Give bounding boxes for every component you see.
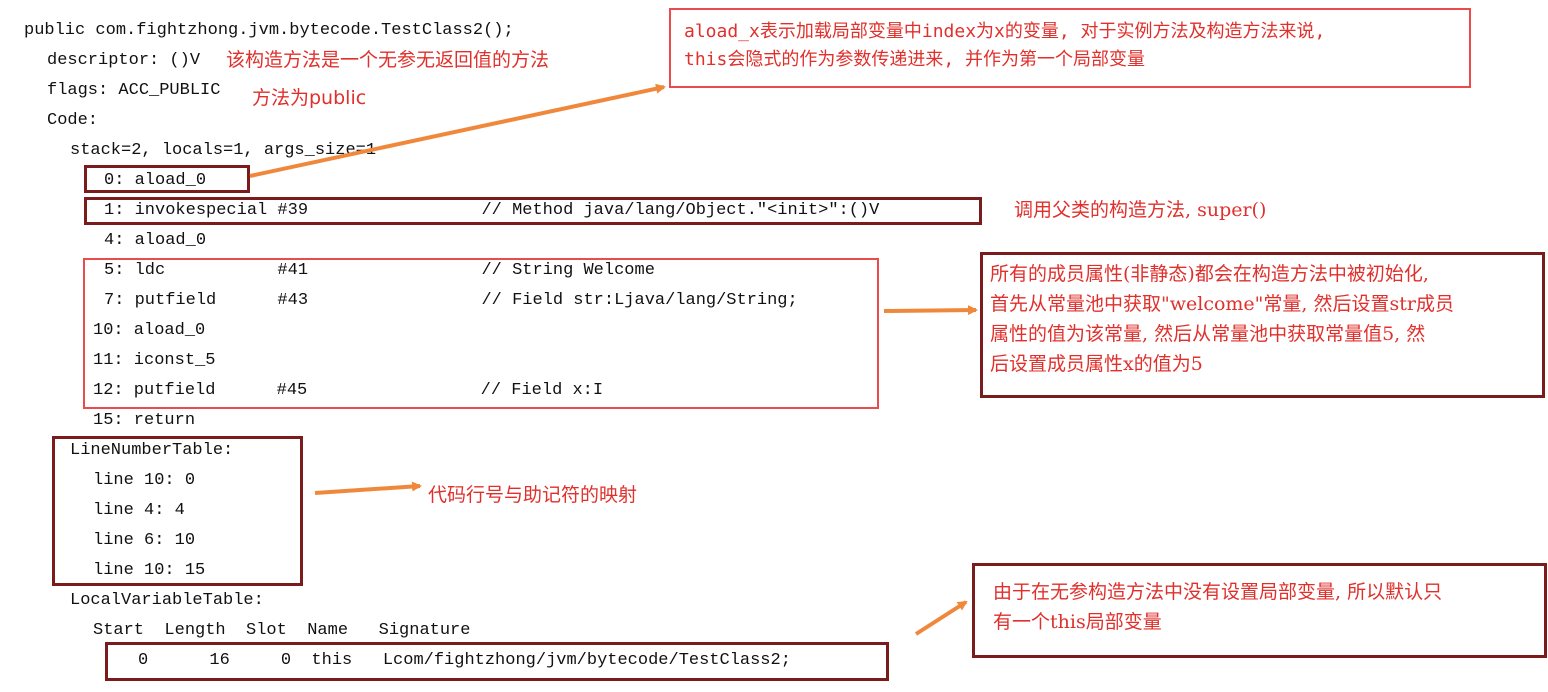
instruction-10: 10: aload_0: [93, 321, 206, 340]
aload-highlight-box: [84, 165, 250, 193]
aload-note-line: aload_x表示加载局部变量中index为x的变量, 对于实例方法及构造方法来…: [684, 21, 1326, 42]
flags-note: 方法为public: [252, 87, 367, 109]
line-number-entry: line 10: 15: [93, 561, 206, 580]
lvt-header: Start Length Slot Name Signature: [93, 621, 471, 640]
line-number-entry: line 10: 0: [93, 471, 196, 490]
line-number-entry: line 4: 4: [93, 501, 185, 520]
method-signature: public com.fightzhong.jvm.bytecode.TestC…: [24, 21, 514, 40]
fields-note-line: 后设置成员属性x的值为5: [990, 353, 1203, 375]
flags-line: flags: ACC_PUBLIC: [47, 81, 221, 100]
instruction-4: 4: aload_0: [104, 231, 207, 250]
descriptor-note: 该构造方法是一个无参无返回值的方法: [226, 49, 550, 71]
descriptor-line: descriptor: ()V: [47, 51, 201, 70]
fields-arrow: [883, 305, 978, 316]
instruction-1: 1: invokespecial #39 // Method java/lang…: [104, 201, 880, 220]
line-number-note: 代码行号与助记符的映射: [428, 484, 638, 506]
line-number-entry: line 6: 10: [93, 531, 196, 550]
lvt-row: 0 16 0 this Lcom/fightzhong/jvm/bytecode…: [138, 651, 791, 670]
lvt-note-line: 有一个this局部变量: [993, 611, 1162, 633]
line-number-arrow: [314, 481, 422, 495]
instruction-0: 0: aload_0: [104, 171, 207, 190]
fields-note-line: 所有的成员属性(非静态)都会在构造方法中被初始化,: [990, 263, 1429, 285]
lvt-arrow: [914, 600, 968, 636]
invokespecial-note: 调用父类的构造方法, super(): [1014, 199, 1267, 221]
line-number-table-box: [52, 436, 303, 586]
lvt-note-line: 由于在无参构造方法中没有设置局部变量, 所以默认只: [993, 581, 1443, 603]
lvt-note-box: [972, 563, 1547, 658]
instruction-5: 5: ldc #41 // String Welcome: [104, 261, 655, 280]
code-label: Code:: [47, 111, 99, 130]
instruction-7: 7: putfield #43 // Field str:Ljava/lang/…: [104, 291, 798, 310]
invokespecial-highlight-box: [84, 197, 982, 225]
aload-arrow: [249, 83, 666, 178]
field-init-highlight-box: [83, 258, 879, 409]
fields-note-line: 首先从常量池中获取"welcome"常量, 然后设置str成员: [990, 293, 1454, 315]
fields-note-box: [980, 252, 1545, 398]
aload-note-box: [669, 8, 1471, 88]
line-number-table-label: LineNumberTable:: [70, 441, 234, 460]
instruction-15: 15: return: [93, 411, 196, 430]
aload-note-line: this会隐式的作为参数传递进来, 并作为第一个局部变量: [684, 49, 1146, 70]
lvt-row-box: [105, 642, 889, 681]
instruction-12: 12: putfield #45 // Field x:I: [93, 381, 604, 400]
fields-note-line: 属性的值为该常量, 然后从常量池中获取常量值5, 然: [990, 323, 1426, 345]
instruction-11: 11: iconst_5: [93, 351, 216, 370]
local-variable-table-label: LocalVariableTable:: [70, 591, 264, 610]
